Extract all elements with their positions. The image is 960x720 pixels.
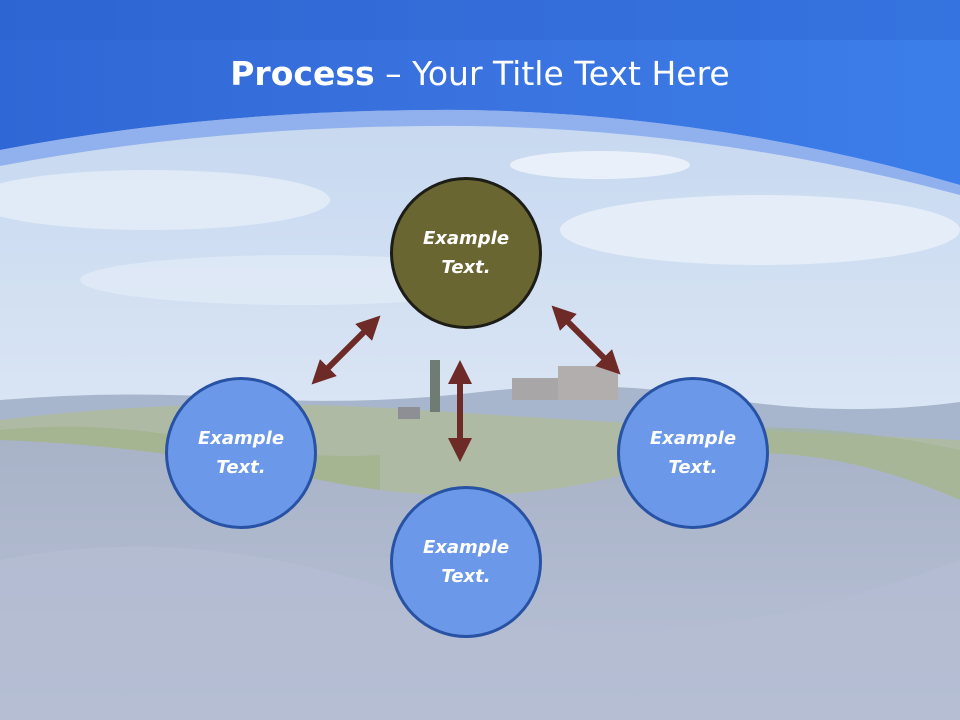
process-node-bottom: Example Text.: [390, 486, 542, 638]
process-node-right: Example Text.: [617, 377, 769, 529]
process-node-center: Example Text.: [390, 177, 542, 329]
title-regular-part: – Your Title Text Here: [374, 54, 730, 93]
left-node-label: Example Text.: [197, 428, 285, 478]
arrow-center-right: [551, 305, 621, 375]
process-node-left: Example Text.: [165, 377, 317, 529]
slide-title: Process – Your Title Text Here: [0, 52, 960, 96]
arrow-center-left: [311, 315, 381, 385]
bottom-node-label: Example Text.: [422, 537, 510, 587]
title-bold-part: Process: [230, 54, 375, 93]
center-node-label: Example Text.: [422, 228, 510, 278]
right-node-label: Example Text.: [649, 428, 737, 478]
